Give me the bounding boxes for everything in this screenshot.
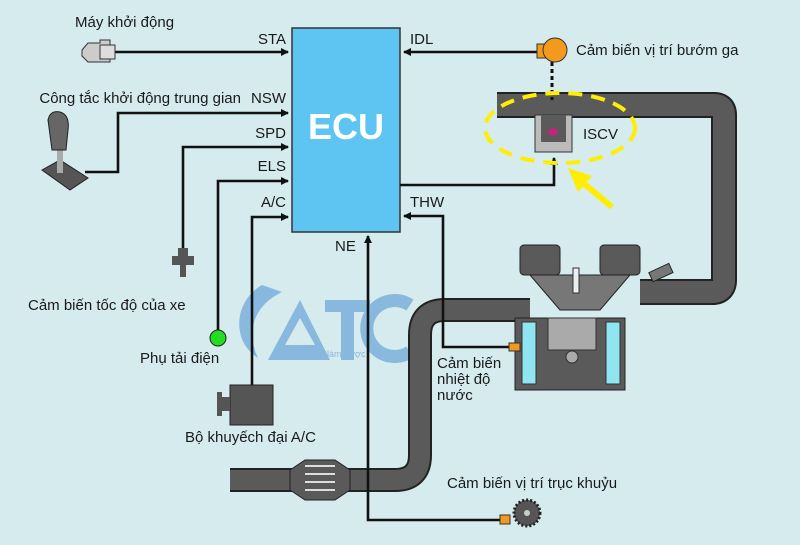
water-temp-label-2: nhiệt độ: [437, 371, 490, 388]
ne-wire: [364, 235, 500, 522]
highlight-arrow-icon: [568, 168, 614, 210]
iscv-highlight-ellipse: [483, 91, 637, 165]
iscv-valve-icon: [548, 128, 558, 136]
thw-wire: [403, 212, 512, 349]
ac-amplifier-label: Bộ khuyếch đại A/C: [185, 429, 316, 446]
spd-wire: [181, 143, 289, 252]
water-temp-label-3: nước: [437, 387, 473, 404]
crank-sensor-icon: [499, 498, 542, 528]
crank-sensor-label: Cảm biến vị trí trục khuỷu: [447, 475, 617, 492]
intake-manifold: [497, 92, 737, 305]
sta-label: STA: [258, 31, 286, 48]
throttle-sensor-icon: [536, 37, 568, 63]
starter-label: Máy khởi động: [75, 14, 174, 31]
spd-label: SPD: [255, 125, 286, 142]
nsw-label: NSW: [251, 90, 287, 107]
els-label: ELS: [258, 158, 286, 175]
water-temp-label-1: Cảm biến: [437, 355, 501, 372]
thw-label: THW: [410, 194, 445, 211]
electric-load-icon: [209, 329, 227, 347]
nsw-wire: [85, 109, 289, 174]
els-wire: [216, 177, 289, 330]
iscv-wire: [400, 157, 558, 187]
shift-lever-icon: [41, 111, 89, 191]
idl-label: IDL: [410, 31, 433, 48]
electric-load-label: Phụ tải điện: [140, 350, 219, 367]
ac-label: A/C: [261, 194, 286, 211]
engine-icon: [514, 244, 674, 391]
starter-icon: [81, 39, 116, 63]
neutral-switch-label: Công tắc khởi động trung gian: [39, 90, 241, 107]
throttle-sensor-label: Cảm biến vị trí bướm ga: [576, 42, 739, 59]
exhaust-pipe: [230, 298, 530, 501]
speed-sensor-label: Cảm biến tốc độ của xe: [28, 297, 186, 314]
iscv-label: ISCV: [583, 126, 618, 143]
ecu-label: ECU: [308, 106, 384, 147]
atc-watermark: Học để làm được: [239, 285, 414, 363]
watermark-slogan: Học để làm được: [296, 349, 366, 359]
ne-label: NE: [335, 238, 356, 255]
ecu-box: [291, 27, 401, 233]
water-temp-sensor-icon: [508, 342, 521, 352]
speed-sensor-icon: [172, 248, 194, 277]
ac-wire: [250, 213, 289, 385]
ac-amplifier-icon: [217, 384, 274, 426]
